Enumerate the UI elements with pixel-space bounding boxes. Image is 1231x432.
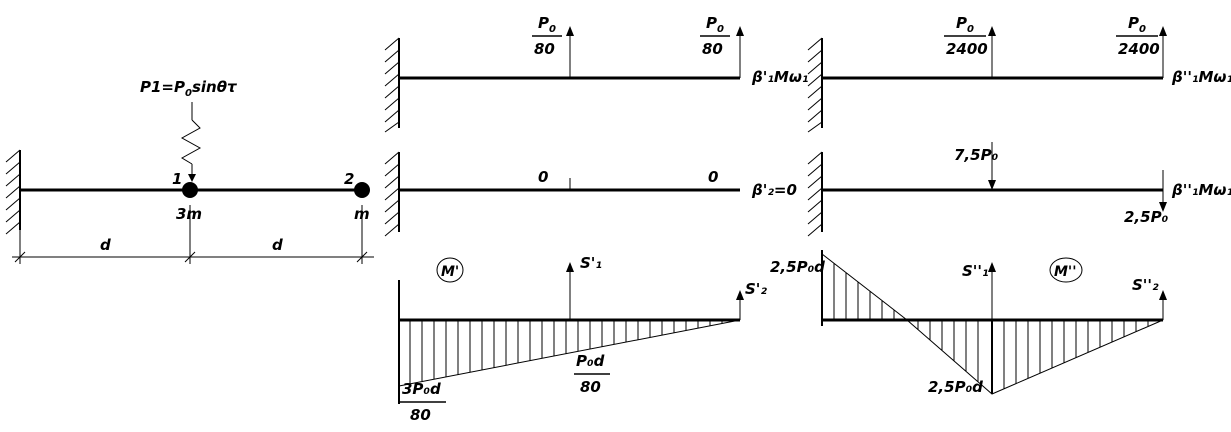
moment-area xyxy=(398,319,741,387)
diagram-label: M'' xyxy=(1054,264,1077,280)
load-1-denominator: 80 xyxy=(534,40,555,58)
node-2-label: 2 xyxy=(344,170,354,188)
end-label: β'₂=0 xyxy=(751,181,797,199)
zero-end-label: 0 xyxy=(708,168,718,186)
ordinate-top-label: 2,5P₀d xyxy=(770,258,825,276)
reaction-arrow-icon xyxy=(1159,290,1167,300)
ordinate-wall-numerator: 3P₀d xyxy=(402,380,441,398)
node-1-label: 1 xyxy=(172,170,182,188)
diagram-label-circle xyxy=(436,257,464,283)
panel-unit-state-1: P0 80 P0 80 β'₁Mω₁ xyxy=(384,14,808,133)
diagram-label: M' xyxy=(441,264,459,280)
mass-2 xyxy=(354,182,370,198)
ordinate-mid-denominator: 80 xyxy=(580,378,601,396)
panel-unit-state-2: 0 0 β'₂=0 xyxy=(384,151,797,237)
end-label: β''₁Mω₁ xyxy=(1171,68,1231,86)
load-2-numerator: P0 xyxy=(1128,14,1146,35)
wall-hatch xyxy=(384,37,400,133)
reaction-arrow-icon xyxy=(736,290,744,300)
load-1-denominator: 2400 xyxy=(946,40,988,58)
beam-scheme: P1=P0sinθτ 1 2 3m m d d xyxy=(5,78,374,264)
reaction-arrow-icon xyxy=(988,262,996,272)
load-2-denominator: 2400 xyxy=(1118,40,1160,58)
moment-hatch xyxy=(409,320,723,384)
ordinate-wall-denominator: 80 xyxy=(410,406,431,424)
ordinate-mid-numerator: P₀d xyxy=(576,352,605,370)
wall-hatch xyxy=(807,151,823,237)
panel-unit-state-4: 7,5P₀ 2,5P₀ β''₁Mω₁ xyxy=(807,142,1231,237)
force-spring xyxy=(180,102,202,182)
force-label: P1=P0sinθτ xyxy=(140,78,237,99)
load-2-numerator: P0 xyxy=(706,14,724,35)
moment-hatch xyxy=(833,263,895,320)
wall-hatch xyxy=(5,149,21,235)
mass-1-label: 3m xyxy=(176,205,202,223)
reaction-1-label: S''₁ xyxy=(962,262,989,280)
force-arrow-icon xyxy=(188,174,196,182)
wall-hatch xyxy=(807,37,823,133)
moment-area-negative xyxy=(905,319,1164,395)
reaction-2-label: S''₂ xyxy=(1132,276,1159,294)
span-left-label: d xyxy=(100,236,111,254)
end-label: β''₁Mω₁ xyxy=(1171,181,1231,199)
panel-moment-diagram-1: S'₁ S'₂ M' 3P₀d 80 P₀d 80 xyxy=(398,254,767,424)
span-right-label: d xyxy=(272,236,283,254)
panel-moment-diagram-2: S''₁ S''₂ M'' 2,5P₀d 2,5P₀d xyxy=(770,250,1167,396)
load-1-numerator: P0 xyxy=(956,14,974,35)
moment-hatch xyxy=(917,320,1149,389)
moment-area-positive xyxy=(821,252,909,321)
load-end-label: 2,5P₀ xyxy=(1124,208,1169,226)
end-label: β'₁Mω₁ xyxy=(751,68,808,86)
reaction-1-label: S'₁ xyxy=(580,254,602,272)
load-1-numerator: P0 xyxy=(538,14,556,35)
zero-mid-label: 0 xyxy=(538,168,548,186)
mass-1 xyxy=(182,182,198,198)
reaction-arrow-icon xyxy=(566,262,574,272)
diagram-label-circle xyxy=(1049,257,1083,283)
wall-hatch xyxy=(384,151,400,237)
dimension-line xyxy=(12,205,374,264)
panel-unit-state-3: P0 2400 P0 2400 β''₁Mω₁ xyxy=(807,14,1231,133)
load-2-denominator: 80 xyxy=(702,40,723,58)
reaction-2-label: S'₂ xyxy=(745,280,767,298)
ordinate-bottom-label: 2,5P₀d xyxy=(928,378,983,396)
load-mid-label: 7,5P₀ xyxy=(954,146,999,164)
